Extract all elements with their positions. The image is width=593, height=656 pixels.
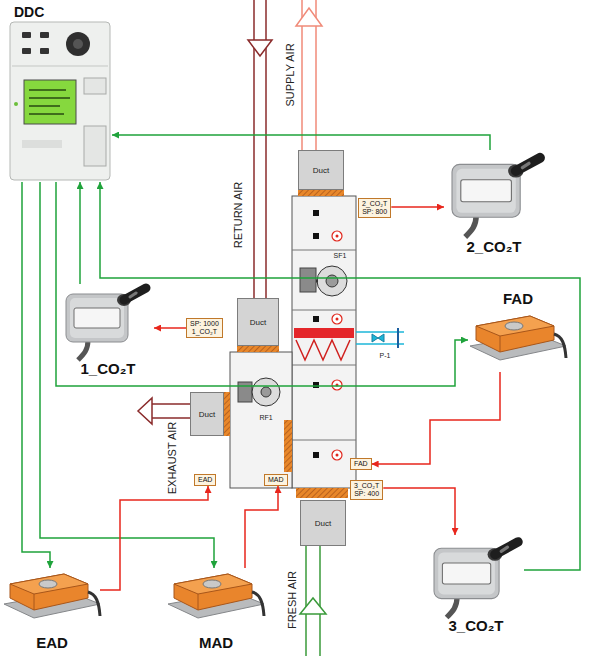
pump-tag: P-1 bbox=[380, 352, 391, 360]
signal-wire bbox=[22, 182, 50, 568]
fan-tag: RF1 bbox=[259, 414, 272, 422]
ddc-controller: DDC bbox=[8, 4, 112, 182]
actuator-icon bbox=[4, 574, 100, 618]
point-tag: EAD bbox=[194, 474, 216, 486]
point-link bbox=[245, 486, 278, 568]
actuator-icon bbox=[168, 574, 264, 618]
coil-pipe bbox=[356, 328, 404, 348]
point-link bbox=[391, 206, 444, 208]
tag-text: SP: 1000 bbox=[190, 320, 219, 328]
co2-sensor-icon bbox=[452, 158, 540, 237]
tag-text: SP: 400 bbox=[354, 490, 379, 498]
return-air-pipe bbox=[248, 0, 272, 298]
fan-tag: SF1 bbox=[334, 252, 347, 260]
ddc-device bbox=[10, 22, 110, 180]
duct-box: Duct bbox=[298, 150, 344, 190]
device-label: MAD bbox=[199, 634, 233, 652]
device-label: 3_CO₂T bbox=[448, 617, 503, 635]
signal-wire bbox=[112, 135, 490, 150]
air-stream-label: SUPPLY AIR bbox=[284, 43, 297, 106]
exhaust-air-pipe bbox=[138, 398, 190, 424]
actuator-icon bbox=[470, 316, 566, 360]
point-tag: FAD bbox=[350, 458, 372, 470]
damper-actuator: MAD bbox=[168, 568, 264, 652]
point-tag: 2_CO₂TSP: 800 bbox=[358, 198, 391, 218]
co2-sensor: 2_CO₂T bbox=[444, 150, 544, 256]
point-link bbox=[383, 488, 455, 535]
device-label: FAD bbox=[503, 290, 533, 308]
tag-text: 3_CO₂T bbox=[354, 482, 379, 490]
damper-actuator: FAD bbox=[468, 290, 568, 372]
point-tag: 3_CO₂TSP: 400 bbox=[350, 480, 383, 500]
device-label: EAD bbox=[36, 634, 68, 652]
tag-text: FAD bbox=[354, 460, 368, 468]
duct-text: Duct bbox=[315, 519, 331, 528]
co2-sensor-icon bbox=[434, 542, 518, 618]
device-label: 1_CO₂T bbox=[80, 360, 135, 378]
duct-text: Duct bbox=[313, 166, 329, 175]
duct-box: Duct bbox=[190, 392, 224, 436]
tag-text: MAD bbox=[268, 476, 284, 484]
duct-text: Duct bbox=[250, 318, 266, 327]
signal-wire bbox=[79, 182, 81, 284]
point-link bbox=[100, 486, 208, 590]
signal-wire bbox=[56, 182, 468, 386]
tag-text: SP: 800 bbox=[362, 208, 387, 216]
tag-text: 1_CO₂T bbox=[192, 328, 217, 336]
signal-wire bbox=[100, 182, 580, 570]
supply-air-pipe bbox=[296, 0, 322, 150]
ahu-cabinet bbox=[292, 190, 356, 498]
device-label: 2_CO₂T bbox=[466, 238, 521, 256]
co2-sensor-icon bbox=[66, 288, 146, 360]
tag-text: EAD bbox=[198, 476, 212, 484]
point-tag: MAD bbox=[264, 474, 288, 486]
damper-actuator: EAD bbox=[4, 568, 100, 652]
point-link bbox=[154, 327, 186, 329]
return-cabinet bbox=[224, 346, 292, 488]
duct-box: Duct bbox=[237, 298, 279, 346]
co2-sensor: 1_CO₂T bbox=[62, 284, 154, 378]
point-link bbox=[372, 372, 500, 464]
device-label: DDC bbox=[14, 4, 44, 21]
tag-text: 2_CO₂T bbox=[362, 200, 387, 208]
signal-wire bbox=[40, 182, 214, 568]
point-tag: SP: 10001_CO₂T bbox=[186, 318, 223, 338]
air-stream-label: FRESH AIR bbox=[286, 571, 299, 629]
air-stream-label: EXHAUST AIR bbox=[166, 422, 179, 495]
duct-text: Duct bbox=[199, 410, 215, 419]
co2-sensor: 3_CO₂T bbox=[428, 535, 524, 635]
air-stream-label: RETURN AIR bbox=[232, 182, 245, 249]
duct-box: Duct bbox=[300, 500, 346, 546]
fresh-air-pipe bbox=[300, 546, 326, 656]
